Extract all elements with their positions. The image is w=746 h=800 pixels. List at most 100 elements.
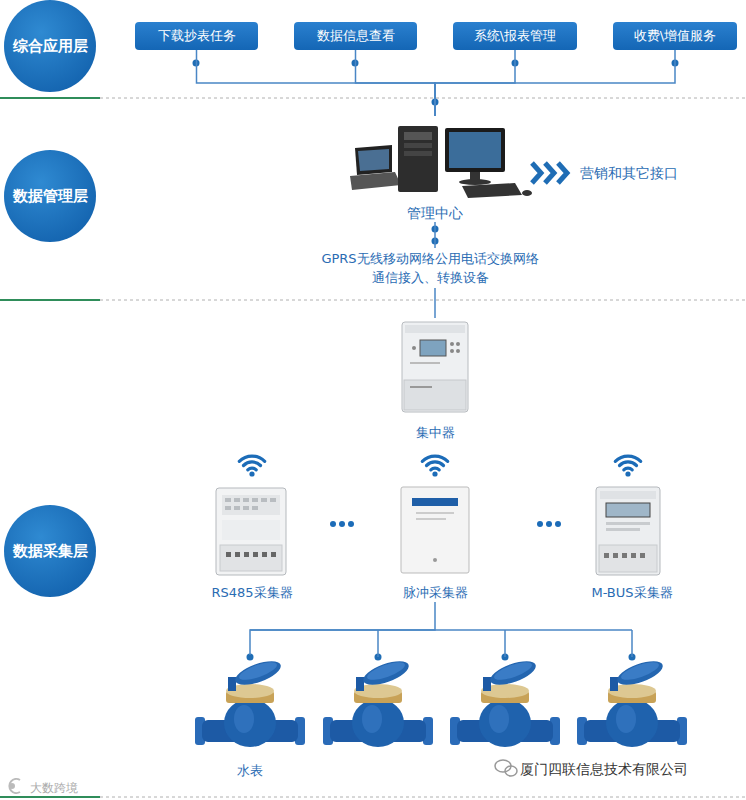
shape-part — [348, 521, 354, 527]
shape-part — [522, 190, 532, 196]
shape-part — [416, 512, 454, 514]
shape-part — [216, 488, 286, 575]
shape-part — [537, 521, 543, 527]
shape-part — [355, 145, 392, 175]
network-label: GPRS无线移动网络公用电话交换网络 通信接入、转换设备 — [300, 248, 560, 288]
shape-part — [222, 495, 280, 515]
shape-part — [401, 487, 469, 573]
shape-part — [404, 132, 432, 140]
shape-part — [532, 163, 541, 183]
shape-part — [545, 163, 554, 183]
shape-part — [450, 342, 454, 346]
function-box: 下载抄表任务 — [135, 22, 258, 50]
shape-part — [404, 380, 466, 410]
water-meter — [195, 656, 305, 747]
separator — [0, 299, 100, 301]
connector-line — [250, 602, 435, 655]
shape-part — [445, 128, 505, 172]
ellipsis-dots — [330, 521, 561, 527]
water-meter — [323, 656, 433, 747]
interface-label: 营销和其它接口 — [580, 163, 678, 183]
layer-circle: 数据采集层 — [4, 505, 96, 597]
function-box: 收费\增值服务 — [613, 22, 737, 50]
shape-part — [243, 498, 249, 502]
shape-part — [412, 346, 416, 350]
shape-part — [222, 520, 280, 540]
shape-part — [235, 552, 240, 557]
junction-dots — [193, 60, 679, 661]
shape-part — [462, 183, 522, 198]
rs485-collector-illustration — [216, 488, 286, 575]
node-text: 数据管理层 — [13, 187, 88, 205]
shape-part — [402, 322, 468, 412]
mbus-collector-illustration — [596, 487, 660, 575]
concentrator: 集中器 — [390, 318, 480, 442]
watermark: 大数跨境 — [30, 778, 78, 798]
shape-part — [252, 498, 258, 502]
shape-part — [339, 521, 345, 527]
shape-part — [377, 630, 379, 657]
watermark: 厦门四联信息技术有限公司 — [520, 759, 688, 779]
shape-part — [449, 132, 501, 168]
shape-part — [606, 522, 650, 525]
shape-part — [412, 498, 458, 506]
shape-part — [220, 545, 282, 571]
shape-part — [410, 362, 440, 364]
shape-part — [226, 552, 276, 557]
collector: 脉冲采集器 — [383, 482, 487, 602]
layer-circle: 数据管理层 — [4, 150, 96, 242]
node-text: 收费\增值服务 — [634, 27, 716, 45]
wifi-icon — [615, 456, 640, 477]
shape-part — [558, 163, 567, 183]
shape-part — [234, 498, 240, 502]
separator — [0, 796, 100, 798]
water-meter — [577, 656, 687, 747]
layer-circle: 综合应用层 — [4, 0, 96, 92]
shape-part — [416, 518, 446, 520]
separator — [100, 98, 746, 99]
shape-part — [225, 506, 231, 510]
shape-part — [270, 498, 276, 502]
shape-part — [600, 491, 656, 499]
shape-part — [330, 521, 336, 527]
node-text: 数据采集层 — [13, 542, 88, 560]
shape-part — [271, 552, 276, 557]
node-text: M-BUS采集器 — [591, 584, 672, 602]
node-text: RS485采集器 — [211, 584, 292, 602]
shape-part — [504, 630, 506, 657]
concentrator-illustration — [402, 322, 468, 412]
shape-part — [622, 553, 627, 558]
shape-part — [606, 503, 650, 517]
shape-part — [613, 553, 618, 558]
water-meter — [450, 656, 560, 747]
shape-part — [505, 766, 517, 776]
shape-part — [234, 506, 240, 510]
collector: RS485采集器 — [200, 482, 304, 602]
chevron-arrows — [532, 163, 567, 183]
node-text: 下载抄表任务 — [158, 27, 236, 45]
shape-part — [10, 784, 14, 788]
management-center: 管理中心 — [345, 116, 525, 222]
shape-part — [244, 552, 249, 557]
shape-part — [631, 553, 636, 558]
shape-part — [456, 342, 460, 346]
shape-part — [456, 349, 460, 353]
shape-part — [420, 340, 446, 356]
function-box: 系统\报表管理 — [453, 22, 577, 50]
shape-part — [350, 172, 401, 190]
shape-part — [262, 552, 267, 557]
shape-part — [243, 506, 249, 510]
water-meter-node: 水表 — [195, 655, 305, 780]
shape-part — [225, 498, 276, 510]
node-text: 系统\报表管理 — [474, 27, 556, 45]
shape-part — [398, 126, 438, 192]
shape-part — [604, 553, 645, 558]
node-text: 集中器 — [416, 424, 455, 442]
node-text: 管理中心 — [407, 204, 463, 222]
shape-part — [546, 521, 552, 527]
shape-part — [555, 521, 561, 527]
shape-part — [631, 630, 633, 657]
